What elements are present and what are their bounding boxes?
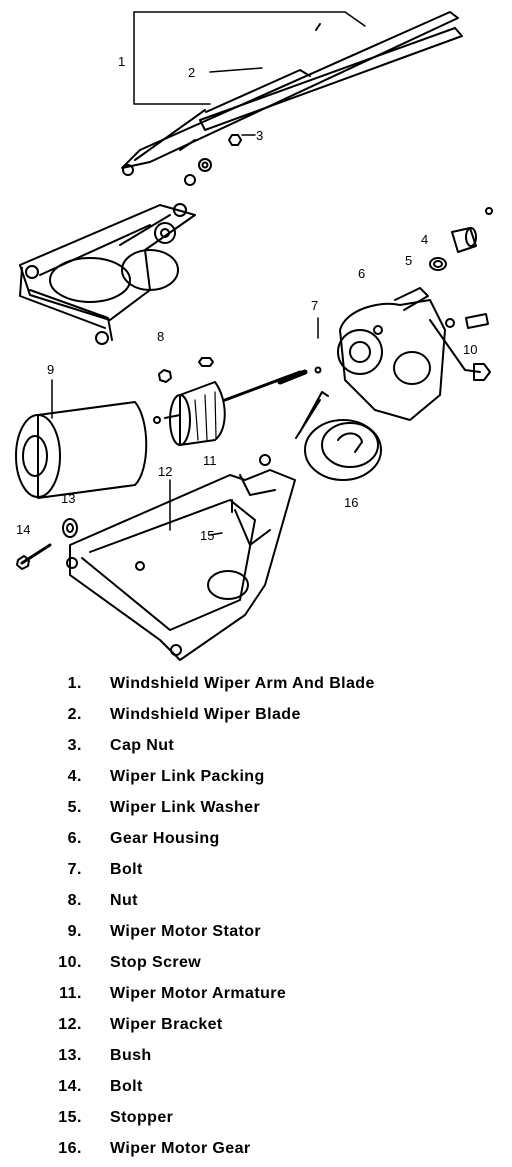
callout-5: 5 [405,253,412,268]
legend-number: 4. [67,768,82,785]
installed-motor-assembly [19,203,196,345]
legend-item: 16. Wiper Motor Gear [0,1136,512,1167]
legend-item: 7. Bolt [0,857,512,888]
wiper-arm-blade [121,11,463,186]
callout-12: 12 [158,464,172,479]
callout-7: 7 [311,298,318,313]
callout-11: 11 [203,453,217,468]
legend-label: Cap Nut [110,737,175,754]
legend-label: Wiper Link Washer [110,799,261,816]
callout-9: 9 [47,362,54,377]
legend-label: Stopper [110,1109,174,1126]
legend-number: 13. [58,1047,82,1064]
legend-number: 8. [67,892,82,909]
legend-label: Wiper Motor Armature [110,985,287,1002]
legend-number: 6. [67,830,82,847]
legend-label: Bolt [110,861,143,878]
callout-15: 15 [200,528,214,543]
legend-label: Wiper Motor Gear [110,1140,251,1157]
legend-item: 4. Wiper Link Packing [0,764,512,795]
bolt-nut [158,317,322,383]
legend-item: 12. Wiper Bracket [0,1012,512,1043]
link-packing-washer [429,207,493,271]
legend-item: 14. Bolt [0,1074,512,1105]
legend-item: 1. Windshield Wiper Arm And Blade [0,671,512,702]
callout-14: 14 [16,522,30,537]
legend-label: Gear Housing [110,830,220,847]
legend-number: 5. [67,799,82,816]
legend-item: 6. Gear Housing [0,826,512,857]
legend-item: 15. Stopper [0,1105,512,1136]
callout-6: 6 [358,266,365,281]
legend-label: Wiper Motor Stator [110,923,262,940]
legend-number: 16. [58,1140,82,1157]
legend-label: Wiper Link Packing [110,768,265,785]
callout-4: 4 [421,232,428,247]
legend-number: 2. [67,706,82,723]
callout-8: 8 [157,329,164,344]
callout-1: 1 [118,54,125,69]
callout-2: 2 [188,65,195,80]
legend-item: 11. Wiper Motor Armature [0,981,512,1012]
legend-item: 3. Cap Nut [0,733,512,764]
legend-item: 2. Windshield Wiper Blade [0,702,512,733]
legend-label: Wiper Bracket [110,1016,223,1033]
callout-labels: 1 2 3 4 5 6 7 8 9 10 11 12 13 14 15 16 [16,54,477,543]
legend-item: 13. Bush [0,1043,512,1074]
callout-10: 10 [463,342,477,357]
motor-stator [15,379,148,499]
legend-item: 9. Wiper Motor Stator [0,919,512,950]
motor-armature [153,369,308,446]
legend-number: 15. [58,1109,82,1126]
legend-label: Windshield Wiper Blade [110,706,301,723]
legend-item: 5. Wiper Link Washer [0,795,512,826]
legend-number: 14. [58,1078,82,1095]
legend-number: 12. [58,1016,82,1033]
legend-item: 8. Nut [0,888,512,919]
legend-number: 1. [67,675,82,692]
legend-number: 11. [59,985,82,1002]
exploded-parts-diagram: 1 2 3 4 5 6 7 8 9 10 11 12 13 14 15 16 [15,11,493,661]
legend-number: 3. [67,737,82,754]
callout-13: 13 [61,491,75,506]
legend-number: 10. [58,954,82,971]
legend-label: Bolt [110,1078,143,1095]
legend-item: 10. Stop Screw [0,950,512,981]
motor-gear [295,391,382,481]
wiper-bracket [66,454,296,661]
legend-label: Nut [110,892,138,909]
gear-housing [337,287,491,421]
legend-label: Bush [110,1047,152,1064]
legend-label: Windshield Wiper Arm And Blade [110,675,375,692]
legend-number: 7. [67,861,82,878]
legend-label: Stop Screw [110,954,202,971]
legend-number: 9. [67,923,82,940]
callout-16: 16 [344,495,358,510]
bush-bolt [16,518,78,570]
callout-3: 3 [256,128,263,143]
